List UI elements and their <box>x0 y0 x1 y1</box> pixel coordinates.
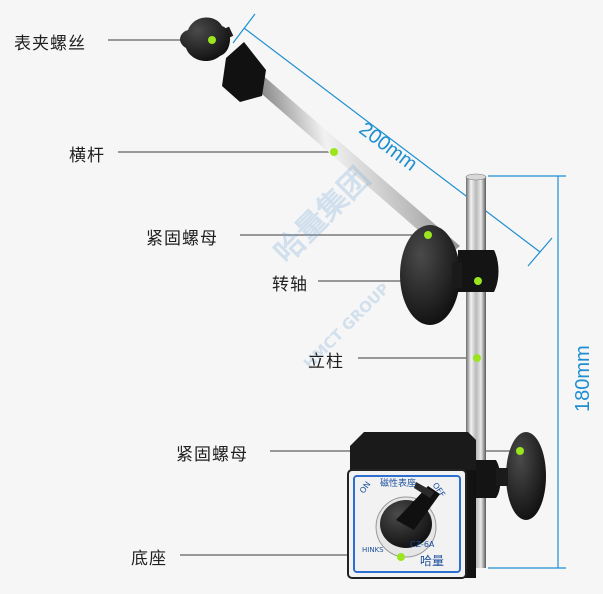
marker-dot-base <box>397 553 405 561</box>
arm-dimension-tick-start <box>233 14 255 43</box>
column-top-cap <box>466 174 486 180</box>
base-plate-model: CZ-6A <box>410 540 434 549</box>
indicator-clamp <box>180 17 266 102</box>
label-cross-bar: 横杆 <box>69 141 105 166</box>
arm-dimension-tick-end <box>528 238 552 266</box>
label-locking-nut-top: 紧固螺母 <box>146 224 218 249</box>
label-locking-nut-bottom: 紧固螺母 <box>176 440 248 465</box>
label-column: 立柱 <box>308 347 344 372</box>
clamp-screw-knob <box>180 17 230 61</box>
marker-dot-cross-bar <box>330 148 338 156</box>
marker-dot-rotating-shaft <box>474 277 482 285</box>
top-locking-nut-knob <box>400 225 460 325</box>
marker-dot-column <box>473 354 481 362</box>
bottom-locking-nut-knob <box>506 432 546 520</box>
base-plate-brand-left: HINKS <box>362 546 384 554</box>
base-plate-title: 磁性表座 <box>380 476 416 489</box>
marker-dot-locking-nut-top <box>424 231 432 239</box>
marker-dot-locking-nut-bottom <box>516 447 524 455</box>
magnetic-base <box>348 432 476 578</box>
column-height-dimension: 180mm <box>572 345 595 412</box>
label-clamp-screw: 表夹螺丝 <box>14 29 86 54</box>
label-base: 底座 <box>131 544 167 569</box>
marker-dot-clamp-screw <box>208 36 216 44</box>
label-rotating-shaft: 转轴 <box>272 270 308 295</box>
base-plate-brand-right: 哈量 <box>420 552 444 569</box>
